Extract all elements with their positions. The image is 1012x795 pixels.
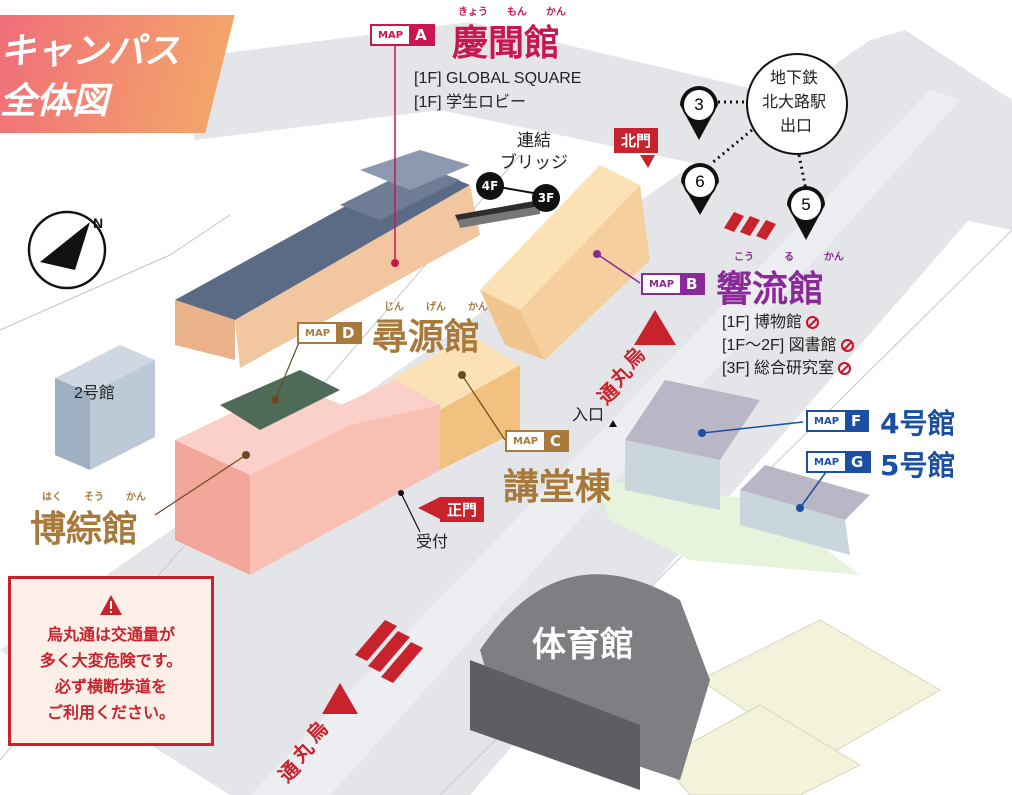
main-gate-flag	[418, 497, 440, 519]
building-5gou	[740, 465, 870, 555]
warning-icon	[100, 595, 122, 615]
leader-b	[596, 253, 641, 284]
reception-label: 受付	[416, 534, 449, 551]
building-keimonkan	[175, 150, 480, 368]
bridge-label-2: ブリッジ	[500, 153, 568, 172]
building-name-kodoto: 講堂棟	[503, 467, 612, 508]
leader-f	[701, 421, 804, 434]
main-gate-label: 正門	[440, 497, 485, 522]
building-koryukan	[480, 165, 650, 360]
warning-line-1: 烏丸通は交通量が	[46, 625, 175, 644]
leader-reception	[400, 492, 421, 533]
annex-building	[659, 704, 862, 795]
building-name-4gou: 4号館	[880, 407, 956, 440]
building-2gou	[55, 345, 155, 470]
map-tag-b[interactable]: MAP B	[641, 273, 706, 295]
warning-line-4: ご利用ください。	[46, 703, 175, 722]
building-name-2gou: 2号館	[74, 385, 115, 402]
no-photo-icon	[840, 339, 854, 352]
street-warning-triangle	[634, 310, 676, 345]
map-tag-d[interactable]: MAP D	[297, 322, 363, 344]
subway-station	[746, 53, 848, 155]
hakusokan-ruby: はくそうかん	[42, 492, 146, 503]
building-4gou	[625, 380, 760, 510]
subway-route	[711, 128, 753, 165]
leader-d	[274, 339, 301, 401]
jingenkan-ruby: じんげんかん	[384, 302, 488, 313]
map-tag-f[interactable]: MAP F	[806, 410, 870, 432]
fence-line	[0, 214, 231, 331]
bridge-label-1: 連結	[517, 131, 551, 150]
building-name-hakusokan: 博綜館	[30, 509, 139, 550]
koryukan-ruby: こうるかん	[734, 252, 844, 263]
building-name-5gou: 5号館	[880, 449, 956, 482]
bridge-to-badge: 3F	[532, 184, 560, 212]
map-tag-c[interactable]: MAP C	[505, 430, 570, 452]
subway-exit-3: 3	[682, 88, 716, 122]
building-hakusokan	[175, 380, 440, 575]
koryukan-floor-1: [1F] 博物館	[722, 312, 820, 334]
leader-hakuso	[154, 454, 247, 516]
field	[595, 480, 860, 575]
north-gate-label: 北門	[614, 128, 659, 153]
koryukan-floor-2: [1F〜2F] 図書館	[722, 335, 854, 357]
crosswalk-north	[724, 212, 776, 240]
compass: N	[27, 210, 107, 290]
map-tag-a[interactable]: MAP A	[370, 24, 435, 46]
building-jingenkan	[220, 370, 340, 430]
warning-line-3: 必ず横断歩道を	[54, 677, 167, 696]
svg-text:N: N	[93, 215, 103, 231]
keimonkan-floor-2: [1F] 学生ロビー	[414, 94, 527, 111]
entrance-arrow	[609, 420, 617, 427]
subway-line3: 出口	[780, 118, 813, 135]
title-line2: 全体図	[0, 81, 109, 122]
map-tag-g[interactable]: MAP G	[806, 451, 872, 473]
title-line1: キャンパス	[0, 31, 181, 72]
entrance-label: 入口	[572, 407, 605, 424]
karasuma-street-lane	[250, 90, 960, 795]
subway-line1: 地下鉄	[770, 70, 819, 87]
keimonkan-ruby: きょうもんかん	[458, 7, 566, 18]
warning-line-2: 多く大変危険です。	[39, 651, 183, 670]
connecting-bridge	[455, 200, 545, 228]
crosswalk-south	[355, 620, 423, 683]
warning-text: 烏丸通は交通量が 多く大変危険です。 必ず横断歩道を ご利用ください。	[8, 622, 214, 726]
building-name-koryukan: 響流館	[716, 269, 825, 310]
no-photo-icon	[838, 362, 852, 375]
bridge-from-badge: 4F	[476, 172, 504, 200]
subway-line2: 北大路駅	[762, 94, 827, 111]
north-gate-flag	[640, 155, 655, 168]
no-photo-icon	[806, 316, 820, 329]
street-warning-triangle	[322, 683, 358, 714]
building-gymnasium	[470, 574, 710, 790]
building-name-gymnasium: 体育館	[532, 625, 634, 665]
building-name-jingenkan: 尋源館	[372, 317, 481, 358]
subway-exit-6: 6	[683, 165, 717, 199]
leader-g	[799, 471, 827, 509]
subway-exit-5: 5	[789, 188, 823, 222]
leader-c	[461, 374, 506, 441]
keimonkan-floor-1: [1F] GLOBAL SQUARE	[414, 70, 582, 87]
koryukan-floor-3: [3F] 総合研究室	[722, 358, 852, 380]
building-name-keimonkan: 慶聞館	[452, 23, 561, 64]
